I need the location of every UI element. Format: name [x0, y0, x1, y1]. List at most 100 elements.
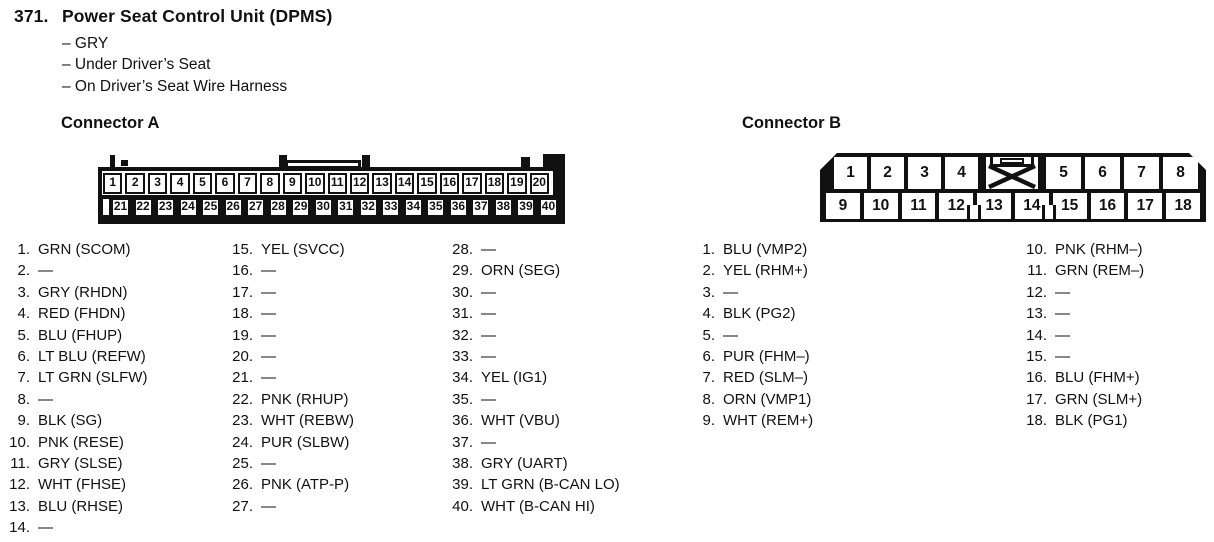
pin-label: WHT (REM+)	[723, 412, 814, 430]
pin-number: 15.	[232, 241, 253, 258]
connector-a-pin-cell: 36	[448, 198, 468, 217]
connector-a-pin-cell: 6	[215, 173, 235, 194]
pin-row: 6. PUR (FHM–)	[685, 346, 813, 367]
x-mark-icon	[988, 163, 1036, 190]
pin-label: RED (SLM–)	[723, 369, 809, 387]
pin-label: LT GRN (SLFW)	[38, 369, 148, 387]
detail-line: – Under Driver’s Seat	[62, 56, 211, 74]
pin-label: LT GRN (B-CAN LO)	[481, 476, 620, 494]
pin-row: 29. ORN (SEG)	[443, 260, 620, 281]
housing-notch-icon	[110, 155, 115, 168]
pin-label: —	[261, 283, 276, 301]
pin-number: 24.	[232, 433, 253, 451]
connector-a-pin-cell: 24	[178, 198, 198, 217]
pin-number: 11.	[10, 454, 30, 472]
pin-number: 10.	[9, 433, 30, 451]
pin-number: 3.	[702, 283, 715, 301]
pin-label: —	[261, 305, 276, 323]
pin-number: 32.	[452, 326, 473, 344]
connector-b-pin-cell: 10	[863, 193, 898, 219]
latch-post-icon	[362, 155, 370, 168]
pin-label: PNK (ATP-P)	[261, 476, 350, 494]
connector-b-pin-cell: 3	[908, 157, 941, 189]
pin-row: 21. —	[223, 367, 354, 388]
pin-label: GRN (REM–)	[1055, 262, 1145, 280]
pin-number: 13.	[1026, 305, 1047, 323]
housing-slot	[103, 199, 109, 215]
pin-row: 32. —	[443, 325, 620, 346]
pin-label: WHT (B-CAN HI)	[481, 497, 595, 515]
keying-notch-icon	[1042, 205, 1056, 222]
pin-label: BLK (PG2)	[723, 305, 796, 323]
pin-row: 33. —	[443, 346, 620, 367]
pin-number: 38.	[452, 454, 473, 472]
pin-label: LT BLU (REFW)	[38, 347, 146, 365]
latch-bar-icon	[285, 160, 361, 169]
connector-a-pin-list-col1: 1. GRN (SCOM) 2. — 3. GRY (RHDN) 4. RED …	[0, 239, 147, 538]
pin-label: —	[261, 497, 276, 515]
connector-b-pin-cell: 7	[1124, 157, 1159, 189]
pin-number: 12.	[1026, 283, 1047, 301]
pin-row: 9. BLK (SG)	[0, 410, 147, 431]
connector-a-pin-cell: 38	[493, 198, 513, 217]
pin-number: 1.	[17, 241, 30, 258]
connector-a-pin-cell: 12	[349, 173, 370, 194]
pin-number: 6.	[17, 347, 30, 365]
pin-row: 18. BLK (PG1)	[1017, 410, 1144, 431]
pin-label: PUR (SLBW)	[261, 433, 350, 451]
connector-a-pin-cell: 8	[260, 173, 280, 194]
pin-label: YEL (SVCC)	[261, 241, 345, 258]
pin-row: 13. —	[1017, 303, 1144, 324]
pin-row: 34. YEL (IG1)	[443, 367, 620, 388]
pin-number: 28.	[452, 241, 473, 258]
pin-number: 15.	[1026, 347, 1047, 365]
pin-label: —	[481, 241, 496, 258]
pin-label: RED (FHDN)	[38, 305, 126, 323]
connector-a-pin-cell: 3	[147, 173, 168, 194]
pin-number: 21.	[232, 369, 253, 387]
pin-label: GRN (SCOM)	[38, 241, 131, 258]
connector-a-pin-cell: 15	[417, 173, 437, 194]
connector-a-pin-cell: 37	[471, 198, 491, 217]
pin-row: 23. WHT (REBW)	[223, 410, 354, 431]
pin-row: 25. —	[223, 453, 354, 474]
connector-a-pin-cell: 34	[403, 198, 423, 217]
connector-a-pin-cell: 27	[246, 198, 266, 217]
detail-line: – On Driver’s Seat Wire Harness	[62, 77, 288, 95]
pin-label: BLU (VMP2)	[723, 241, 808, 258]
pin-label: —	[481, 283, 496, 301]
pin-number: 34.	[452, 369, 473, 387]
pin-number: 18.	[1026, 412, 1047, 430]
connector-a-pin-cell: 2	[125, 173, 145, 194]
pin-number: 30.	[452, 283, 473, 301]
pin-label: PNK (RHM–)	[1055, 241, 1143, 258]
pin-label: —	[1055, 347, 1070, 365]
pin-number: 5.	[702, 326, 715, 344]
pin-row: 14. —	[1017, 325, 1144, 346]
connector-a-pin-cell: 35	[426, 198, 446, 217]
pin-number: 2.	[17, 262, 30, 280]
pin-row: 2. YEL (RHM+)	[685, 260, 813, 281]
pin-number: 4.	[17, 305, 30, 323]
pin-row: 3. —	[685, 282, 813, 303]
pin-label: GRY (SLSE)	[38, 454, 123, 472]
pin-label: GRY (RHDN)	[38, 283, 128, 301]
connector-a-pin-cell: 14	[394, 173, 415, 194]
pin-label: PUR (FHM–)	[723, 347, 810, 365]
connector-b-pin-cell: 6	[1085, 157, 1120, 189]
housing-knob-icon	[121, 160, 128, 166]
connector-b-pin-list-col2: 10. PNK (RHM–) 11. GRN (REM–) 12. — 13. …	[1017, 239, 1144, 432]
pin-number: 20.	[232, 347, 253, 365]
pin-label: —	[38, 262, 53, 280]
pin-row: 20. —	[223, 346, 354, 367]
pin-number: 26.	[232, 476, 253, 494]
connector-a-pin-list-col3: 28. — 29. ORN (SEG) 30. — 31. — 32. — 33…	[443, 239, 620, 517]
pin-row: 13. BLU (RHSE)	[0, 496, 147, 517]
pin-row: 31. —	[443, 303, 620, 324]
connector-b-pin-cell: 15	[1052, 193, 1087, 219]
pin-label: —	[723, 326, 738, 344]
pin-number: 17.	[232, 283, 253, 301]
connector-a-pin-cell: 5	[192, 173, 213, 194]
pin-label: BLU (RHSE)	[38, 497, 124, 515]
